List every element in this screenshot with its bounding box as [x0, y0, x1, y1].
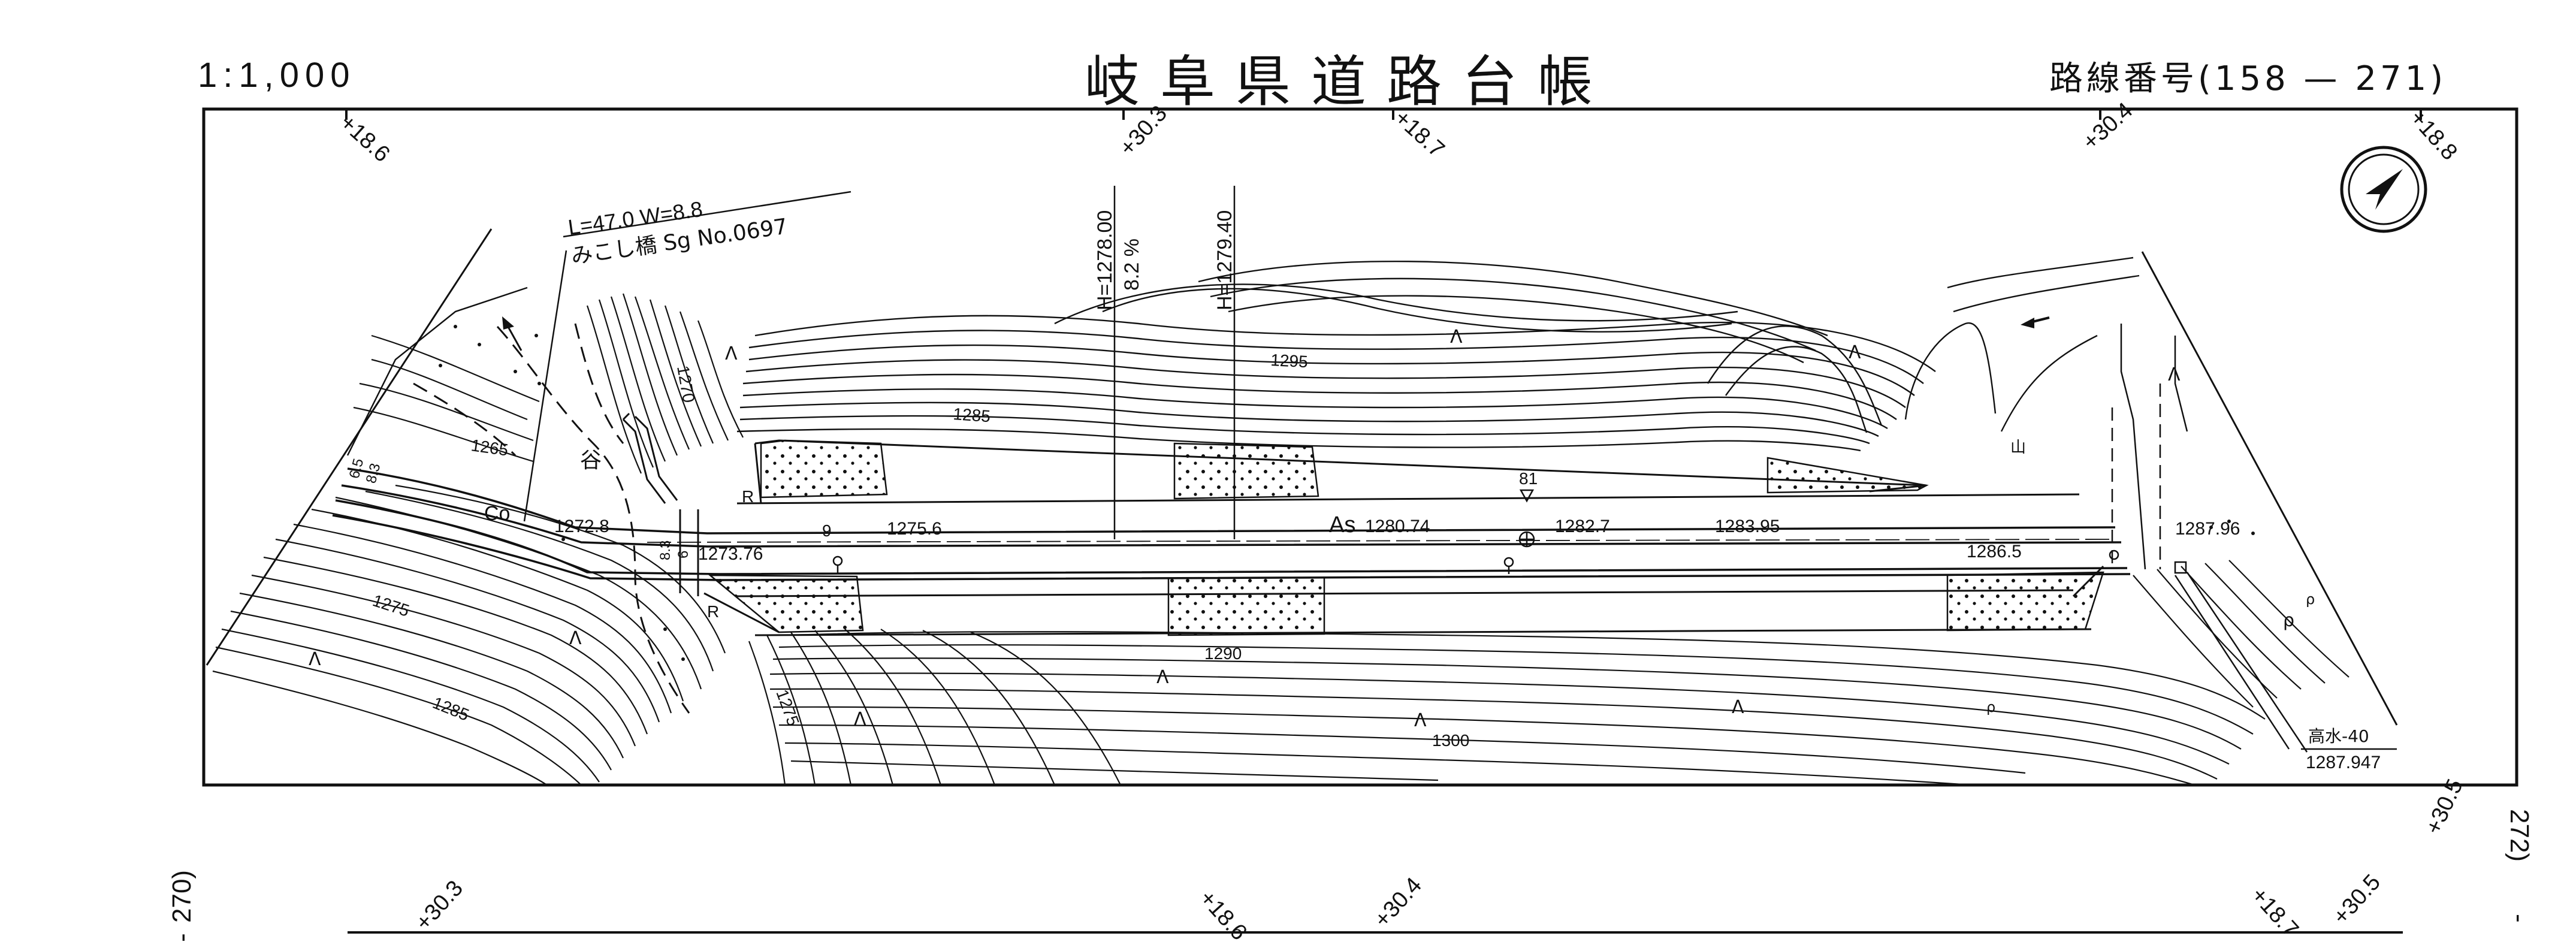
station-label: +30.4	[2078, 98, 2138, 155]
station-label: +18.8	[2405, 105, 2462, 165]
dotted-shoulder-areas	[708, 439, 2104, 636]
elevation-label: 1282.7	[1555, 517, 1610, 536]
contour-label: 1275	[370, 591, 412, 620]
forest-symbol: Λ	[1156, 667, 1169, 688]
route-number: 路線番号(158 — 271)	[2049, 59, 2447, 98]
right-adjacent-dash: -	[2505, 914, 2534, 923]
forest-symbol: Λ	[569, 628, 582, 649]
contour-label: 1285	[430, 693, 472, 724]
high-water-value: 1287.947	[2306, 753, 2381, 772]
southwest-contours	[212, 484, 726, 785]
elevation-label: 1272.8	[554, 517, 609, 536]
gradient-percent-label: 8.2 %	[1121, 238, 1143, 291]
forest-symbol: Λ	[1849, 342, 1861, 363]
left-adjacent-dash: -	[167, 933, 197, 942]
field-symbol: ρ	[2283, 610, 2294, 631]
road-surface-as: As	[1329, 512, 1355, 538]
survey-top-edge	[346, 286, 528, 456]
left-adjacent-label: 270)	[167, 870, 197, 923]
contour-label: 1265	[470, 436, 509, 459]
marker-81-label: 81	[1519, 469, 1538, 488]
road-width-label: 8.3	[657, 541, 674, 560]
right-adjacent-label: 272)	[2505, 809, 2534, 862]
gradient-h1-label: H=1278.00	[1094, 210, 1116, 310]
map-scale: 1:1,000	[198, 56, 356, 95]
station-label: +18.6	[335, 110, 395, 167]
elevation-label: 1275.6	[887, 519, 942, 539]
road-edges	[332, 467, 2131, 581]
marker-9-label: 9	[822, 521, 832, 540]
frame-ticks	[345, 109, 2422, 120]
station-label: +30.4	[1369, 872, 1427, 932]
forest-symbol: Λ	[1414, 710, 1427, 731]
road-centerline	[647, 539, 2110, 543]
forest-symbol: Λ	[1450, 327, 1463, 348]
bridge-label-leaders	[523, 191, 851, 522]
elevation-label: 1280.74	[1365, 517, 1430, 536]
survey-boundary-right	[2141, 251, 2398, 726]
elevation-label: 1273.76	[698, 544, 763, 564]
forest-symbol: Λ	[2168, 364, 2181, 385]
forest-symbol: Λ	[309, 649, 321, 670]
contour-label: 1295	[1270, 351, 1309, 371]
map-symbols: Λ Λ Λ Λ Λ Λ Λ Λ Λ Λ ρ ρ ρ 山	[309, 327, 2315, 731]
vegetation-dots	[439, 325, 2255, 661]
contour-label: 1300	[1432, 731, 1469, 750]
forest-symbol: Λ	[725, 343, 738, 364]
gradient-h2-label: H=1279.40	[1213, 210, 1236, 310]
side-labels: 270) - 272) -	[167, 809, 2534, 942]
field-symbol: ρ	[1986, 699, 1995, 715]
elevation-label: 1283.95	[1715, 517, 1780, 536]
station-label: +30.3	[410, 875, 468, 935]
contour-label: 1285	[953, 404, 991, 425]
survey-boundary-left	[206, 228, 493, 666]
west-contours	[353, 293, 744, 474]
contour-label: 1270	[674, 364, 698, 404]
flow-arrow-icon	[502, 316, 523, 351]
high-water-label: 高水-40	[2308, 726, 2369, 746]
road-width-label: 6	[675, 551, 691, 558]
curve-r-label: R	[707, 602, 719, 621]
road-width-label: 8.3	[363, 461, 384, 485]
east-end-structures	[2111, 324, 2308, 753]
map-title: 岐阜県道路台帳	[1085, 50, 1614, 114]
mountain-symbol: 山	[2010, 439, 2026, 457]
bridge-structure	[622, 412, 699, 596]
bottom-station-labels: +30.3 +18.6 +30.4 +18.7 +30.5 +30.5	[410, 775, 2468, 942]
curve-r-label: R	[742, 487, 754, 506]
station-label: +18.7	[1390, 105, 1449, 162]
field-symbol: ρ	[2306, 591, 2315, 608]
station-label: +30.5	[2328, 869, 2385, 929]
elevation-label: 1286.5	[1967, 542, 2022, 561]
river-name-label: 谷	[580, 448, 602, 473]
forest-symbol: Λ	[854, 709, 866, 730]
river-course	[413, 323, 690, 714]
map-frame	[202, 107, 2518, 787]
road-surface-co: Co	[484, 502, 510, 525]
contour-label: 1290	[1204, 644, 1242, 663]
north-contours	[736, 256, 2140, 452]
north-arrow-icon	[2340, 146, 2427, 233]
stream-flow-arrow-icon	[2021, 316, 2050, 328]
survey-marks	[832, 489, 2119, 574]
forest-symbol: Λ	[1732, 697, 1744, 718]
